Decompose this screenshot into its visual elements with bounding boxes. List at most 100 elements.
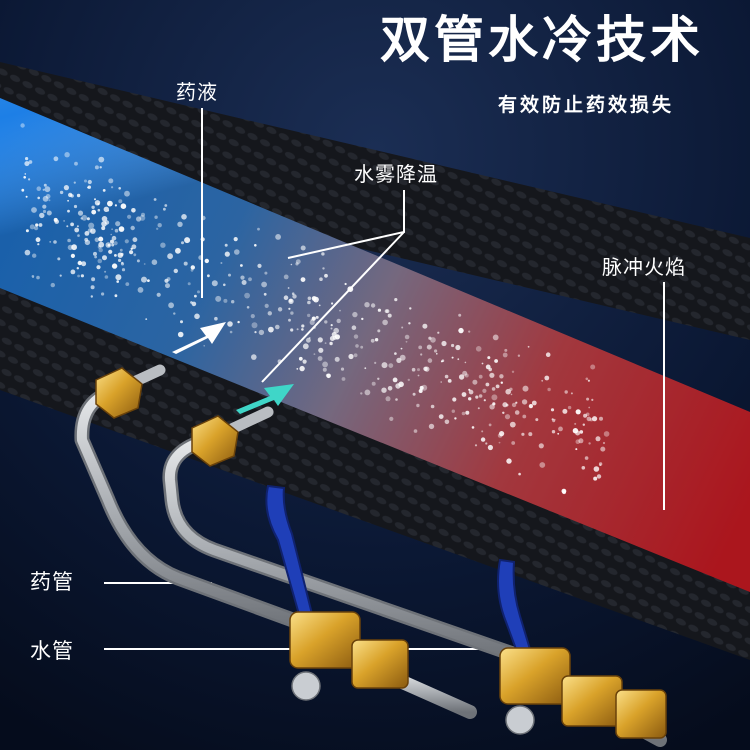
mist-particle [401,326,404,329]
mist-particle [481,362,484,365]
mist-particle [428,423,435,430]
mist-particle [32,276,34,279]
mist-particle [457,358,460,361]
mist-particle [111,263,118,269]
mist-particle [136,216,142,222]
mist-particle [482,388,487,393]
flow-arrows [172,322,294,414]
mist-particle [361,317,364,321]
mist-particle [53,240,57,244]
mist-particle [400,347,403,350]
mist-particle [398,381,404,388]
mist-particle [427,358,433,363]
mist-particle [91,205,95,209]
mist-particle [163,207,166,211]
mist-particle [99,166,102,169]
mist-particle [441,359,445,363]
mist-particle [334,356,340,362]
mist-particle [248,277,252,282]
mist-particle [395,398,398,401]
mist-particle [326,373,331,379]
mist-particle [46,210,52,216]
mist-particle [80,217,83,220]
mist-particle [251,322,258,329]
mist-particle [137,287,144,293]
mist-particle [336,318,341,324]
mist-particle [70,269,76,275]
mist-particle [462,370,468,376]
mist-particle [80,274,84,278]
mist-particle [287,287,290,289]
mist-particle [478,374,483,379]
mist-particle [502,352,508,358]
mist-particle [94,200,101,206]
mist-particle [500,381,503,384]
mist-particle [102,255,107,261]
mist-particle [360,345,364,349]
mist-particle [464,373,469,378]
mist-particle [541,379,544,382]
mist-particle [215,295,222,302]
mist-particle [66,225,69,228]
mist-particle [67,238,71,243]
mist-particle [603,431,610,437]
mist-particle [353,334,359,339]
mist-particle [111,243,115,247]
mist-particle [311,296,317,301]
mist-particle [241,280,247,285]
mist-particle [250,314,255,319]
mist-particle [564,390,568,394]
mist-particle [165,283,170,289]
mist-particle [50,282,55,288]
mist-particle [38,223,43,227]
mist-particle [447,379,452,383]
mist-particle [197,290,200,294]
mist-particle [438,414,444,419]
mist-particle [348,353,354,360]
mist-particle [578,438,584,444]
mist-particle [451,343,455,348]
mist-particle [494,359,498,363]
mist-particle [288,318,291,322]
mist-particle [290,263,293,266]
mist-particle [181,214,187,220]
mist-particle [458,327,464,334]
mist-particle [588,442,591,445]
mist-particle [67,199,69,202]
mist-particle [175,247,181,254]
mist-particle [257,263,262,268]
mist-particle [124,190,130,197]
mist-particle [585,412,590,417]
mist-particle [77,274,80,278]
mist-particle [417,368,420,372]
mist-particle [412,392,416,396]
mist-particle [97,258,103,264]
mist-particle [258,329,265,336]
mist-particle [98,241,105,248]
mist-particle [42,195,49,202]
mist-particle [464,361,467,364]
mist-particle [404,334,410,340]
mist-particle [364,367,367,370]
mist-particle [527,345,530,348]
mist-particle [28,160,33,164]
mist-particle [118,226,125,232]
mist-particle [77,210,84,216]
mist-particle [104,275,109,279]
mist-particle [143,263,146,265]
mist-particle [483,399,486,402]
mist-particle [114,228,119,233]
mist-particle [430,337,436,343]
mist-particle [499,374,504,379]
mist-particle [437,331,440,334]
mist-particle [454,417,457,420]
mist-particle [21,188,25,192]
mist-particle [381,387,387,393]
mist-particle [587,379,591,382]
mist-particle [76,225,79,228]
mist-particle [31,207,37,213]
mist-particle [229,330,233,334]
mist-particle [593,476,598,481]
mist-particle [552,419,556,423]
mist-particle [331,302,334,305]
